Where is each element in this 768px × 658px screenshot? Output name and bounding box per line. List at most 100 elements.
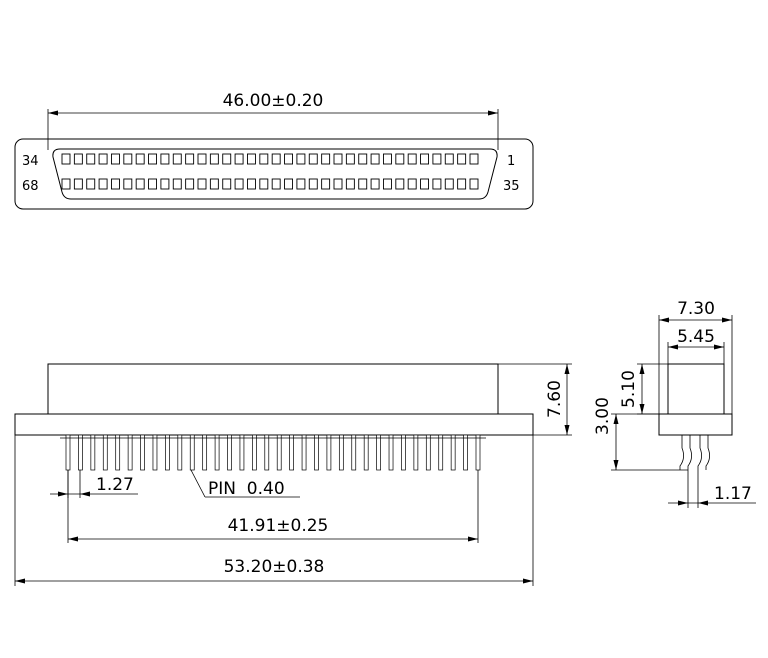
span-dim-arrow-right xyxy=(468,536,478,542)
top-row-cavity xyxy=(444,153,454,165)
side-total-width-arrow-right xyxy=(722,317,732,323)
bottom-row-cavity xyxy=(148,178,158,190)
front-view-pin xyxy=(301,434,307,471)
side-flange-height-label: 3.00 xyxy=(593,397,613,435)
bottom-row-cavity xyxy=(172,178,182,190)
front-view-pin xyxy=(202,434,208,471)
side-body-width-arrow-right xyxy=(714,344,724,350)
side-body-width-arrow-left xyxy=(668,344,678,350)
bottom-row-cavity xyxy=(395,178,405,190)
bottom-row-cavity xyxy=(185,178,195,190)
top-row-cavity xyxy=(222,153,232,165)
front-view-pin xyxy=(376,434,381,471)
bottom-row-cavity xyxy=(61,178,71,190)
bottom-row-cavity xyxy=(110,178,120,190)
pitch-dim-arrow-right xyxy=(80,491,90,497)
span-dim-label: 41.91±0.25 xyxy=(228,516,329,536)
top-row-cavity xyxy=(209,153,219,165)
side-flange-height-arrow-bottom xyxy=(613,460,619,470)
top-row-cavity xyxy=(197,153,207,165)
top-row-cavity xyxy=(86,153,96,165)
pitch-dim-arrow-left xyxy=(58,491,68,497)
overall-dim-label: 53.20±0.38 xyxy=(224,557,325,577)
pitch-dim-label: 1.27 xyxy=(96,475,134,495)
top-row-cavity xyxy=(469,153,479,165)
top-row-cavity xyxy=(321,153,331,165)
bottom-row-right-pin-number: 35 xyxy=(503,179,520,194)
width-dim-arrow-right xyxy=(488,110,498,116)
height-dim-arrow-bottom xyxy=(564,425,570,435)
top-row-cavity xyxy=(457,153,467,165)
front-view-pin xyxy=(413,434,419,471)
front-view-pin xyxy=(152,434,158,471)
front-view-pin xyxy=(289,434,294,471)
top-row-cavity xyxy=(246,153,256,165)
pin-leader-line xyxy=(190,469,206,498)
side-pin-offset-label: 1.17 xyxy=(714,484,752,504)
bottom-row-cavity xyxy=(432,178,442,190)
top-row-cavity xyxy=(432,153,442,165)
bottom-row-cavity xyxy=(345,178,355,190)
top-row-cavity xyxy=(345,153,355,165)
front-view-pins xyxy=(60,434,486,471)
front-view-pin xyxy=(326,434,332,471)
top-row-right-pin-number: 1 xyxy=(507,154,515,169)
top-view-shell-outline xyxy=(14,138,534,210)
side-body-height-label: 5.10 xyxy=(619,370,639,408)
top-row-cavity xyxy=(123,153,133,165)
top-row-cavity xyxy=(296,153,306,165)
side-view-right-pin xyxy=(697,435,710,470)
bottom-row-cavity xyxy=(271,178,281,190)
top-row-cavity xyxy=(420,153,429,165)
bottom-row-cavity xyxy=(98,178,108,190)
front-view-pin xyxy=(363,434,369,471)
bottom-row-left-pin-number: 68 xyxy=(22,179,39,194)
front-view-pin xyxy=(239,434,245,471)
top-view-insert-outline xyxy=(52,148,498,200)
side-body-height-arrow-bottom xyxy=(639,404,645,414)
bottom-row-cavity xyxy=(123,178,133,190)
front-view-pin xyxy=(388,434,394,471)
bottom-row-cavities xyxy=(61,178,479,190)
top-row-cavity xyxy=(61,153,71,165)
front-view-pin xyxy=(140,434,145,471)
bottom-row-cavity xyxy=(284,178,293,190)
width-dim-label: 46.00±0.20 xyxy=(223,91,324,111)
front-view-pin xyxy=(189,434,195,471)
bottom-row-cavity xyxy=(135,178,145,190)
bottom-row-cavity xyxy=(209,178,219,190)
side-pin-offset-arrow-right xyxy=(698,500,708,506)
side-body-height-arrow-top xyxy=(639,364,645,374)
front-view-pin xyxy=(252,434,257,471)
bottom-row-cavity xyxy=(469,178,479,190)
top-row-cavity xyxy=(358,153,368,165)
front-view-pin xyxy=(214,434,220,471)
top-row-cavity xyxy=(148,153,158,165)
top-row-cavity xyxy=(259,153,269,165)
top-row-cavity xyxy=(333,153,343,165)
overall-dim-arrow-right xyxy=(523,578,533,584)
bottom-row-cavity xyxy=(321,178,331,190)
top-row-cavity xyxy=(370,153,380,165)
top-row-cavity xyxy=(110,153,120,165)
height-dim-arrow-top xyxy=(564,364,570,374)
side-pin-offset-arrow-left xyxy=(678,500,688,506)
top-row-cavity xyxy=(135,153,145,165)
top-row-cavity xyxy=(407,153,417,165)
front-view-pin xyxy=(102,434,108,471)
top-row-cavity xyxy=(185,153,195,165)
front-view-flange xyxy=(14,413,534,436)
front-view-pin xyxy=(314,434,319,471)
side-flange-height-arrow-top xyxy=(613,414,619,424)
side-view-left-pin xyxy=(679,435,692,470)
side-view-flange xyxy=(658,413,733,436)
bottom-row-cavity xyxy=(308,178,318,190)
top-row-cavities xyxy=(61,153,479,165)
overall-dim-arrow-left xyxy=(15,578,25,584)
top-row-cavity xyxy=(271,153,281,165)
side-body-width-label: 5.45 xyxy=(677,327,715,347)
front-view-pin xyxy=(463,434,468,471)
front-view-pin xyxy=(90,434,96,471)
side-total-width-arrow-left xyxy=(659,317,669,323)
